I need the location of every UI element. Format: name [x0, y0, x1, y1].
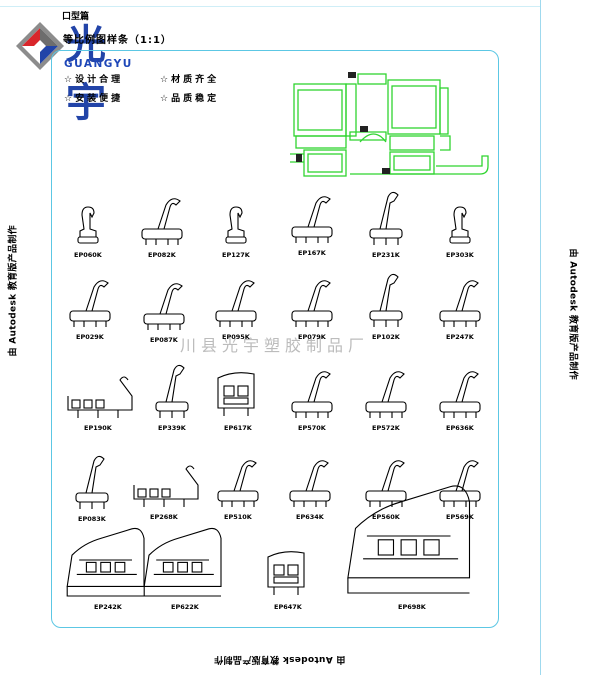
- profile-code-label: EP082K: [148, 251, 176, 259]
- center-watermark: 川县光宇塑胶制品厂: [180, 336, 370, 355]
- profile-code-label: EP570K: [298, 424, 326, 432]
- company-logo: 光宇 GUANGYU: [14, 18, 133, 126]
- watermark-left: 由 Autodesk 教育版产品制作: [8, 225, 19, 357]
- feature-install: ☆安装便捷: [64, 94, 124, 104]
- profile-drawing-ep268k: [133, 465, 199, 507]
- profile-code-label: EP079K: [298, 333, 326, 341]
- profile-code-label: EP029K: [76, 333, 104, 341]
- logo-english-name: GUANGYU: [64, 58, 133, 70]
- watermark-right: 由 Autodesk 教育版产品制作: [567, 248, 578, 380]
- profile-code-label: EP622K: [171, 603, 199, 611]
- profile-code-label: EP087K: [150, 336, 178, 344]
- profile-drawing-ep087k: [143, 283, 185, 330]
- profile-code-label: EP617K: [224, 424, 252, 432]
- profile-code-label: EP560K: [372, 513, 400, 521]
- profile-drawing-ep698k: [346, 485, 470, 594]
- feature-quality: ☆品质稳定: [160, 94, 220, 104]
- profile-drawing-ep083k: [75, 455, 109, 509]
- profile-drawing-ep029k: [69, 280, 111, 327]
- profile-code-label: EP083K: [78, 515, 106, 523]
- profile-drawing-ep572k: [365, 371, 407, 418]
- profile-code-label: EP569K: [446, 513, 474, 521]
- feature-design: ☆设计合理: [64, 75, 124, 85]
- profile-code-label: EP127K: [222, 251, 250, 259]
- profile-code-label: EP247K: [446, 333, 474, 341]
- profile-code-label: EP634K: [296, 513, 324, 521]
- logo-chinese-name: 光宇: [66, 21, 106, 126]
- profile-drawing-ep617k: [217, 372, 255, 416]
- profile-drawing-ep079k: [291, 280, 333, 327]
- profile-drawing-ep569k: [439, 460, 481, 507]
- profile-drawing-ep082k: [141, 198, 183, 245]
- profile-code-label: EP572K: [372, 424, 400, 432]
- profile-code-label: EP647K: [274, 603, 302, 611]
- catalog-panel: [51, 50, 499, 628]
- profile-drawing-ep560k: [365, 460, 407, 507]
- profile-drawing-ep339k: [155, 364, 189, 418]
- profile-drawing-ep510k: [217, 460, 259, 507]
- profile-drawing-ep167k: [291, 196, 333, 243]
- profile-code-label: EP510K: [224, 513, 252, 521]
- sheet-right-edge: [540, 0, 541, 675]
- watermark-bottom: 由 Autodesk 教育版产品制作: [214, 654, 346, 664]
- feature-material: ☆材质齐全: [160, 75, 220, 85]
- profile-drawing-ep636k: [439, 371, 481, 418]
- profile-drawing-ep622k: [143, 528, 222, 597]
- profile-code-label: EP060K: [74, 251, 102, 259]
- sheet-top-line: [0, 6, 540, 7]
- profile-drawing-ep190k: [67, 376, 133, 418]
- profile-drawing-ep060k: [77, 206, 99, 244]
- profile-code-label: EP231K: [372, 251, 400, 259]
- profile-code-label: EP242K: [94, 603, 122, 611]
- profile-drawing-ep303k: [449, 206, 471, 244]
- profile-drawing-ep127k: [225, 206, 247, 244]
- series-label: 口型篇: [62, 12, 90, 22]
- profile-drawing-ep242k: [66, 528, 145, 597]
- profile-code-label: EP268K: [150, 513, 178, 521]
- profile-drawing-ep095k: [215, 280, 257, 327]
- profile-drawing-ep102k: [369, 273, 403, 327]
- profile-code-label: EP636K: [446, 424, 474, 432]
- window-section-diagram: [290, 72, 489, 177]
- profile-code-label: EP102K: [372, 333, 400, 341]
- profile-code-label: EP190K: [84, 424, 112, 432]
- profile-drawing-ep570k: [291, 371, 333, 418]
- page-title: 等比例图样条（1:1）: [63, 35, 172, 46]
- profile-code-label: EP303K: [446, 251, 474, 259]
- profile-code-label: EP698K: [398, 603, 426, 611]
- profile-code-label: EP339K: [158, 424, 186, 432]
- profile-code-label: EP167K: [298, 249, 326, 257]
- profile-drawing-ep634k: [289, 460, 331, 507]
- profile-code-label: EP095K: [222, 333, 250, 341]
- profile-drawing-ep231k: [369, 191, 403, 245]
- profile-drawing-ep647k: [267, 551, 305, 595]
- profile-drawing-ep247k: [439, 280, 481, 327]
